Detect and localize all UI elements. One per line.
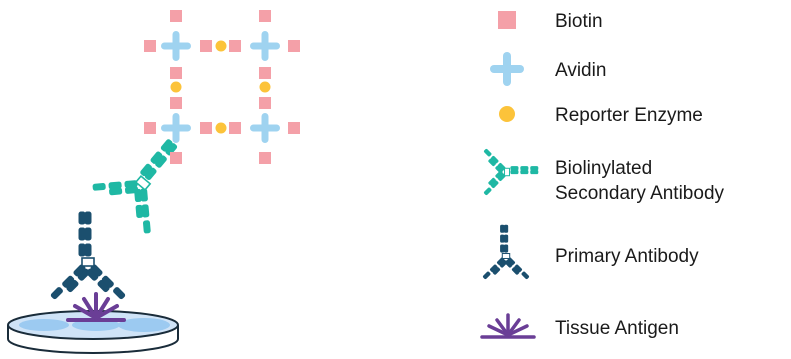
biotin-square bbox=[259, 10, 271, 22]
enzyme-dot bbox=[170, 81, 182, 93]
legend-label-avidin: Avidin bbox=[555, 60, 606, 81]
purple-fan-icon bbox=[480, 313, 536, 339]
biotin-square bbox=[259, 97, 271, 109]
legend-label-antigen: Tissue Antigen bbox=[555, 318, 679, 339]
biotin-square bbox=[229, 122, 241, 134]
legend-label-secondary-line1: Biolinylated bbox=[555, 158, 652, 179]
biotin-square bbox=[144, 122, 156, 134]
biotin-square bbox=[288, 122, 300, 134]
avidin-cross bbox=[161, 113, 191, 143]
avidin-cross bbox=[250, 113, 280, 143]
biotin-square bbox=[170, 152, 182, 164]
biotin-square bbox=[200, 40, 212, 52]
legend-label-enzyme: Reporter Enzyme bbox=[555, 105, 703, 126]
enzyme-dot bbox=[215, 122, 227, 134]
biotin-square bbox=[259, 152, 271, 164]
tissue-slide-rim bbox=[7, 325, 179, 354]
blue-cross-icon bbox=[490, 52, 524, 86]
avidin-cross bbox=[250, 31, 280, 61]
biotin-square bbox=[170, 10, 182, 22]
secondary-antibody bbox=[86, 119, 205, 240]
legend: Biotin Avidin Reporter Enzyme Biolinylat… bbox=[480, 11, 725, 339]
legend-label-biotin: Biotin bbox=[555, 11, 603, 32]
tissue-spot-right bbox=[118, 318, 170, 332]
pink-square-icon bbox=[498, 11, 516, 29]
tissue-antigen bbox=[66, 292, 126, 322]
avidin-cross bbox=[161, 31, 191, 61]
biotin-square bbox=[288, 40, 300, 52]
enzyme-dot bbox=[215, 40, 227, 52]
navy-y-antibody-icon bbox=[482, 224, 530, 283]
enzyme-dot bbox=[259, 81, 271, 93]
primary-antibody bbox=[49, 211, 127, 305]
legend-label-secondary-line2: Secondary Antibody bbox=[555, 183, 725, 204]
biotin-square bbox=[170, 97, 182, 109]
abc-complex bbox=[144, 10, 300, 164]
biotin-square bbox=[200, 122, 212, 134]
tissue-spot-left bbox=[19, 319, 69, 331]
biotin-square bbox=[170, 67, 182, 79]
biotin-square bbox=[259, 67, 271, 79]
teal-y-antibody-icon bbox=[480, 148, 539, 196]
legend-label-primary: Primary Antibody bbox=[555, 246, 699, 267]
biotin-square bbox=[144, 40, 156, 52]
yellow-dot-icon bbox=[499, 106, 515, 122]
biotin-square bbox=[229, 40, 241, 52]
